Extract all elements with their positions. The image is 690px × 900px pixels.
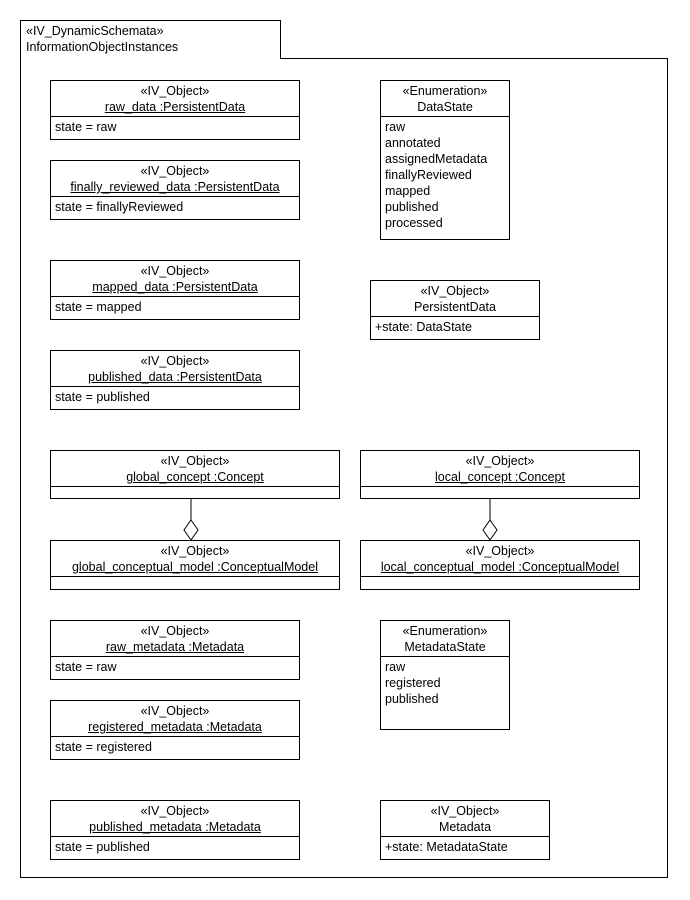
- attribute: state = published: [55, 390, 150, 404]
- class-name: Metadata: [438, 820, 492, 834]
- object-name: raw_metadata :Metadata: [105, 640, 245, 654]
- object-name: mapped_data :PersistentData: [92, 280, 258, 294]
- aggregation-diamond-local: [482, 519, 498, 541]
- object-name: local_conceptual_model :ConceptualModel: [380, 560, 620, 574]
- stereotype: «Enumeration»: [402, 84, 488, 98]
- enum-literal: assignedMetadata: [385, 152, 488, 166]
- enum-literal: finallyReviewed: [385, 168, 472, 182]
- enum-literal: published: [385, 692, 439, 706]
- package-frame: [20, 58, 668, 878]
- enumeration-name: MetadataState: [404, 640, 486, 654]
- stereotype: «IV_Object»: [160, 544, 230, 558]
- class-name: PersistentData: [414, 300, 496, 314]
- stereotype: «IV_Object»: [465, 454, 535, 468]
- stereotype: «IV_Object»: [140, 164, 210, 178]
- enum-literal: published: [385, 200, 439, 214]
- raw-data-object[interactable]: «IV_Object» raw_data :PersistentData sta…: [50, 80, 300, 140]
- attribute: state = raw: [55, 660, 117, 674]
- attribute: state = finallyReviewed: [55, 200, 184, 214]
- stereotype: «IV_Object»: [430, 804, 500, 818]
- published-metadata-object[interactable]: «IV_Object» published_metadata :Metadata…: [50, 800, 300, 860]
- mapped-data-object[interactable]: «IV_Object» mapped_data :PersistentData …: [50, 260, 300, 320]
- object-name: global_conceptual_model :ConceptualModel: [71, 560, 318, 574]
- raw-metadata-object[interactable]: «IV_Object» raw_metadata :Metadata state…: [50, 620, 300, 680]
- attribute: +state: MetadataState: [385, 840, 508, 854]
- object-name: published_metadata :Metadata: [89, 820, 261, 834]
- package-tab: «IV_DynamicSchemata» InformationObjectIn…: [20, 20, 281, 59]
- enum-literal: mapped: [385, 184, 431, 198]
- object-name: published_data :PersistentData: [88, 370, 262, 384]
- finally-reviewed-data-object[interactable]: «IV_Object» finally_reviewed_data :Persi…: [50, 160, 300, 220]
- metadata-class[interactable]: «IV_Object» Metadata +state: MetadataSta…: [380, 800, 550, 860]
- stereotype: «IV_Object»: [420, 284, 490, 298]
- stereotype: «IV_Object»: [140, 624, 210, 638]
- enum-literal: processed: [385, 216, 443, 230]
- enum-literal: annotated: [385, 136, 441, 150]
- attribute: state = mapped: [55, 300, 142, 314]
- stereotype: «IV_Object»: [465, 544, 535, 558]
- stereotype: «IV_Object»: [140, 704, 210, 718]
- object-name: local_concept :Concept: [435, 470, 565, 484]
- registered-metadata-object[interactable]: «IV_Object» registered_metadata :Metadat…: [50, 700, 300, 760]
- attribute: state = published: [55, 840, 150, 854]
- enum-literal: raw: [385, 120, 406, 134]
- persistent-data-class[interactable]: «IV_Object» PersistentData +state: DataS…: [370, 280, 540, 340]
- attribute: state = raw: [55, 120, 117, 134]
- stereotype: «IV_Object»: [140, 354, 210, 368]
- global-conceptual-model-object[interactable]: «IV_Object» global_conceptual_model :Con…: [50, 540, 340, 590]
- global-concept-object[interactable]: «IV_Object» global_concept :Concept: [50, 450, 340, 499]
- object-name: registered_metadata :Metadata: [88, 720, 262, 734]
- stereotype: «Enumeration»: [402, 624, 488, 638]
- stereotype: «IV_Object»: [140, 804, 210, 818]
- stereotype: «IV_Object»: [140, 84, 210, 98]
- attribute: state = registered: [55, 740, 152, 754]
- object-name: global_concept :Concept: [126, 470, 264, 484]
- metadata-state-enumeration[interactable]: «Enumeration» MetadataState raw register…: [380, 620, 510, 730]
- enum-literal: registered: [385, 676, 441, 690]
- package-name: InformationObjectInstances: [26, 40, 179, 54]
- published-data-object[interactable]: «IV_Object» published_data :PersistentDa…: [50, 350, 300, 410]
- package-stereotype: «IV_DynamicSchemata»: [26, 24, 164, 38]
- stereotype: «IV_Object»: [140, 264, 210, 278]
- attribute: +state: DataState: [375, 320, 472, 334]
- enumeration-name: DataState: [417, 100, 473, 114]
- enum-literal: raw: [385, 660, 406, 674]
- stereotype: «IV_Object»: [160, 454, 230, 468]
- object-name: raw_data :PersistentData: [104, 100, 246, 114]
- local-conceptual-model-object[interactable]: «IV_Object» local_conceptual_model :Conc…: [360, 540, 640, 590]
- object-name: finally_reviewed_data :PersistentData: [70, 180, 280, 194]
- aggregation-diamond-global: [183, 519, 199, 541]
- local-concept-object[interactable]: «IV_Object» local_concept :Concept: [360, 450, 640, 499]
- data-state-enumeration[interactable]: «Enumeration» DataState raw annotated as…: [380, 80, 510, 240]
